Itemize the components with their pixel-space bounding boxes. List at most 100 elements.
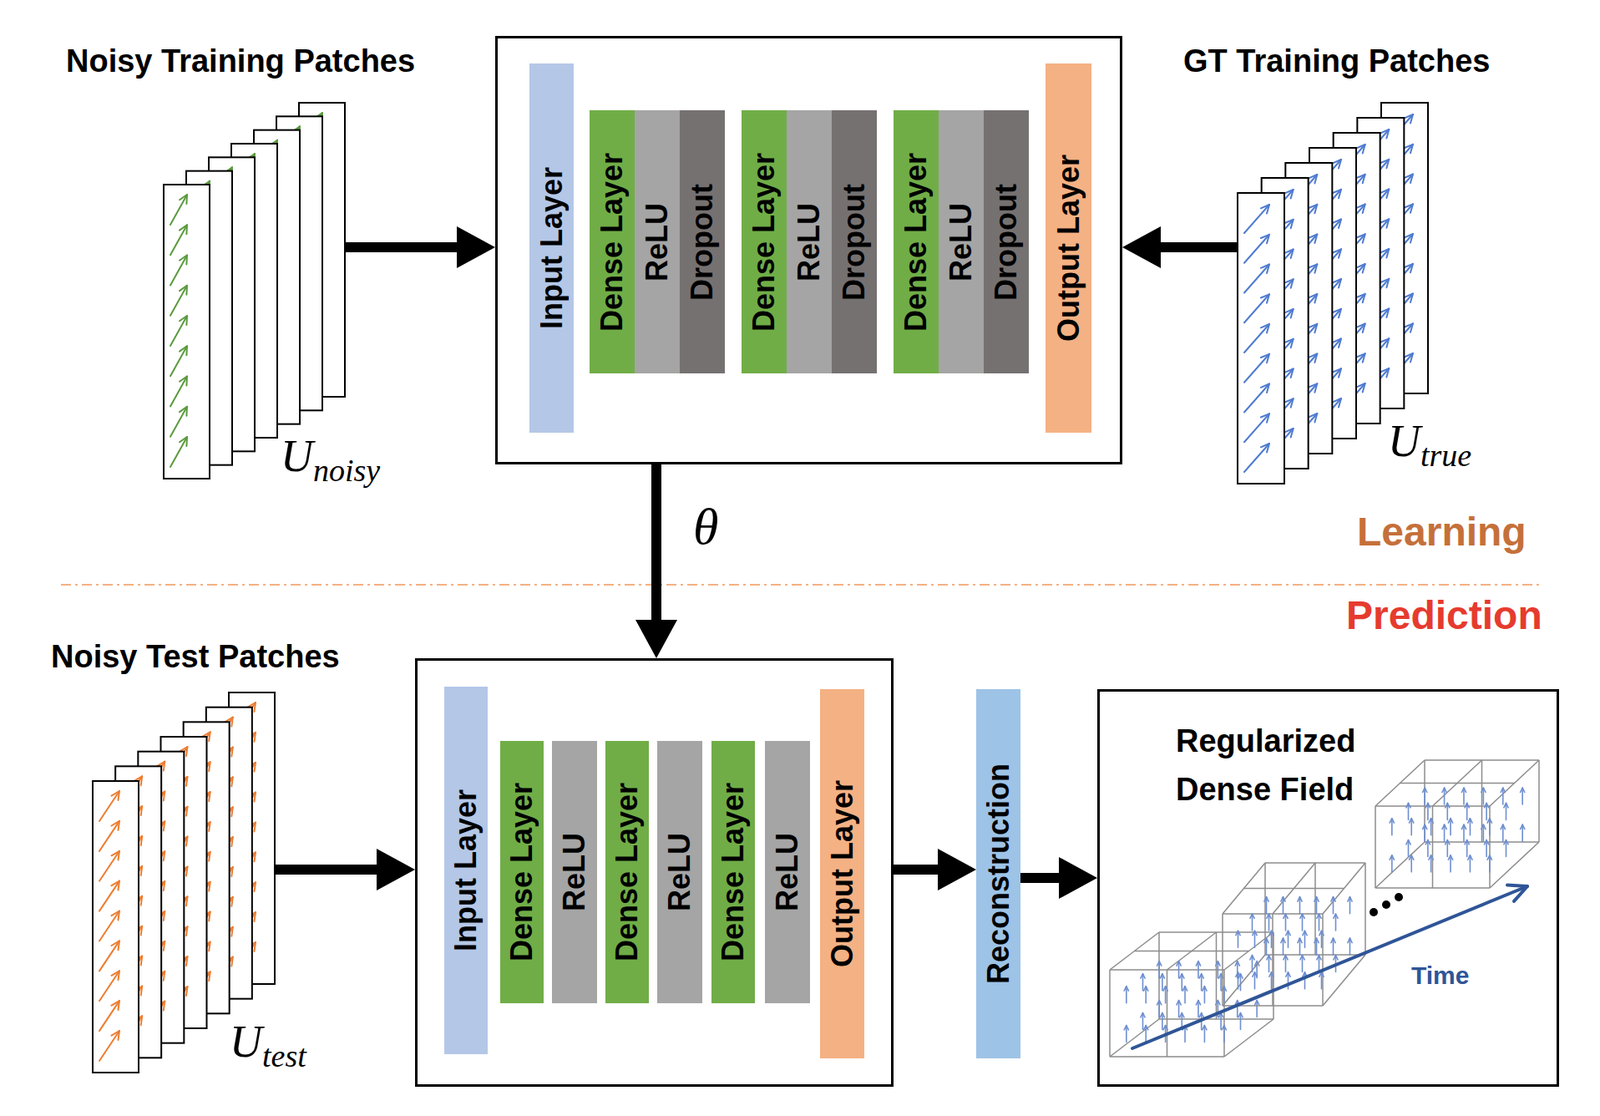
- field-arrow: [1182, 986, 1187, 1003]
- vector-arrow-shaft: [170, 436, 188, 467]
- vector-arrow-head: [1332, 189, 1342, 199]
- field-arrow: [1487, 855, 1492, 872]
- field-arrow: [1159, 1012, 1165, 1030]
- layer-name: ReLU: [557, 832, 592, 912]
- vector-arrow-head: [1260, 384, 1270, 394]
- field-arrow-shaft: [1321, 930, 1323, 947]
- vector-arrow-head: [1380, 159, 1389, 169]
- patch-sheet: [92, 780, 139, 1073]
- layer-name: Input Layer: [535, 167, 569, 330]
- vector-arrow-head: [1404, 353, 1413, 363]
- field-arrow-head: [1140, 973, 1145, 978]
- vector-arrow-shaft: [1244, 413, 1270, 442]
- cuboid-edge: [1374, 805, 1377, 888]
- arrow-shaft: [275, 864, 380, 875]
- field-arrow-head: [1199, 1012, 1204, 1018]
- field-arrow-head: [1159, 973, 1165, 978]
- vector-arrow-head: [1285, 428, 1294, 438]
- field-arrow: [1195, 961, 1200, 978]
- stack-heading: GT Training Patches: [1183, 42, 1490, 82]
- vector-arrow: [1244, 354, 1270, 383]
- section-separator: [60, 583, 1541, 586]
- vector-arrow-head: [1260, 204, 1270, 214]
- cuboid-edge: [1538, 759, 1540, 842]
- layer-block: Dense Layer: [605, 740, 649, 1003]
- vector-arrow-head: [1356, 383, 1366, 393]
- layer-name: ReLU: [640, 202, 674, 281]
- field-arrow: [1503, 840, 1509, 857]
- field-arrow-head: [1428, 818, 1433, 823]
- cuboid-edge: [1166, 969, 1169, 1057]
- vector-arrow-head: [1332, 219, 1342, 229]
- vector-arrow-head: [1404, 323, 1413, 333]
- field-arrow: [1219, 1012, 1224, 1030]
- vector-arrow-head: [111, 940, 121, 950]
- vector-arrow-head: [111, 911, 121, 921]
- field-arrow: [1425, 840, 1430, 857]
- patch-stack-drawing: [162, 101, 346, 480]
- field-arrow-head: [1195, 961, 1200, 966]
- vector-arrow-head: [1260, 234, 1270, 244]
- field-arrow-head: [1255, 1000, 1260, 1005]
- field-arrow: [1250, 913, 1255, 931]
- layer-block: ReLU: [634, 110, 680, 374]
- field-arrow-shaft: [1270, 972, 1273, 989]
- field-arrow-head: [1163, 986, 1168, 991]
- layer-block: Output Layer: [1045, 63, 1092, 433]
- field-arrow: [1333, 913, 1338, 931]
- field-arrow: [1422, 787, 1428, 805]
- field-arrow: [1448, 818, 1453, 836]
- layer-name: Dense Layer: [595, 151, 629, 331]
- field-arrow: [1500, 787, 1505, 805]
- field-arrow: [1314, 937, 1319, 955]
- vector-arrow-shaft: [1244, 324, 1270, 353]
- field-arrow: [1300, 955, 1305, 973]
- field-arrow: [1255, 1000, 1260, 1018]
- vector-arrow-shaft: [1244, 234, 1270, 264]
- vector-arrow-head: [1308, 383, 1317, 393]
- vector-arrow-shaft: [170, 376, 188, 407]
- field-arrow: [1264, 937, 1269, 955]
- patch-stack: Noisy Test PatchesUtest: [91, 691, 276, 1074]
- layer-block: Dropout: [679, 110, 725, 374]
- field-arrow-head: [1331, 937, 1336, 942]
- layer-name: Dropout: [685, 183, 719, 301]
- vector-arrow-head: [1356, 324, 1366, 334]
- vector-arrow-head: [1404, 203, 1413, 213]
- field-arrow: [1157, 961, 1162, 978]
- field-arrow-head: [1445, 802, 1450, 807]
- field-arrow: [1461, 787, 1466, 805]
- vector-arrow: [170, 255, 188, 286]
- flow-arrow: [1020, 856, 1098, 899]
- vector-arrow-head: [1285, 278, 1294, 289]
- field-arrow-head: [1144, 1025, 1149, 1030]
- vector-arrow-head: [1285, 219, 1294, 229]
- field-arrow-head: [1297, 896, 1302, 902]
- field-arrow: [1487, 818, 1492, 836]
- layer-block: Dense Layer: [589, 110, 635, 374]
- field-arrow-head: [1333, 913, 1338, 918]
- field-arrow-shaft: [1237, 972, 1240, 989]
- vector-arrow: [99, 820, 120, 851]
- layer-block: Dropout: [983, 110, 1029, 374]
- field-arrow: [1389, 818, 1394, 836]
- field-arrow-head: [1503, 840, 1509, 845]
- vector-arrow: [99, 1030, 120, 1061]
- field-arrow-head: [1269, 972, 1274, 977]
- vector-arrow-head: [1380, 129, 1389, 139]
- field-arrow-head: [1163, 1025, 1168, 1030]
- field-arrow: [1238, 1012, 1243, 1030]
- time-axis: [1132, 885, 1528, 1049]
- network-box: Input LayerDense LayerReLUDense LayerReL…: [415, 658, 894, 1087]
- field-arrow-head: [1215, 961, 1221, 966]
- cuboid-edge: [1489, 841, 1540, 888]
- vector-arrow-head: [1285, 189, 1294, 199]
- vector-arrow-head: [1260, 264, 1270, 274]
- field-arrow-head: [1235, 961, 1240, 966]
- field-arrow-head: [1468, 818, 1473, 823]
- field-arrow-head: [1176, 961, 1181, 966]
- field-arrow: [1283, 913, 1288, 931]
- field-arrow: [1269, 930, 1274, 947]
- vector-arrow: [1244, 293, 1270, 323]
